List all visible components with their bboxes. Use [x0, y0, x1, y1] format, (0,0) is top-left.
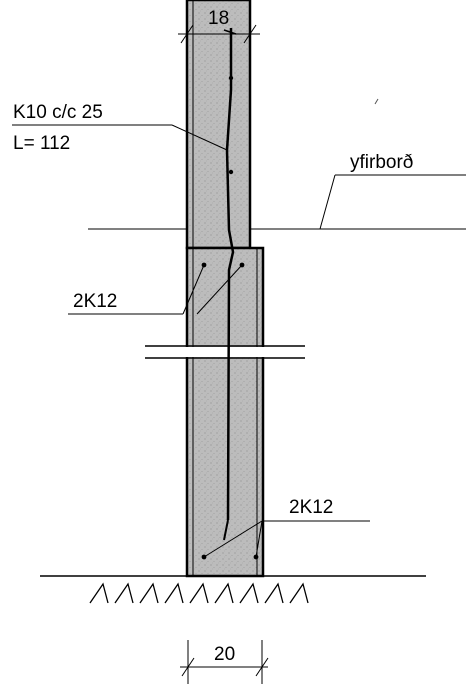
dim-bottom-width-label: 20: [214, 644, 236, 665]
surface-label: yfirborð: [350, 152, 414, 173]
rebar-dot: [228, 169, 234, 175]
bars-lower-label: 2K12: [289, 497, 334, 518]
lower-wall: [185, 246, 265, 578]
rebar-k10: [225, 28, 235, 521]
2k12-upper-leader-right: [196, 264, 243, 315]
ground-hatch: [89, 582, 309, 604]
dim-18-tick-left: [180, 24, 194, 44]
upper-wall: [185, 0, 252, 250]
2k12-lower-leader-left: [203, 520, 263, 558]
bars-upper-label: 2K12: [73, 291, 118, 312]
surface-leader: [319, 174, 336, 230]
k10-leader: [171, 124, 228, 151]
rebar-k10-bottom-bend: [223, 519, 229, 541]
stray-mark: [374, 98, 379, 105]
rebar-k10-top-tick: [223, 29, 237, 35]
rebar-dot: [228, 75, 234, 81]
2k12-lower-leader-right: [255, 520, 263, 558]
rebar-spec-label: K10 c/c 25: [13, 102, 103, 123]
dim-20-tick-right: [255, 657, 269, 677]
dim-20-tick-left: [181, 657, 195, 677]
2k12-upper-leader-left: [182, 264, 205, 315]
dim-top-width-label: 18: [208, 8, 230, 29]
dim-18-tick-right: [243, 24, 257, 44]
break-gap: [180, 347, 272, 357]
rebar-length-label: L= 112: [13, 133, 71, 154]
